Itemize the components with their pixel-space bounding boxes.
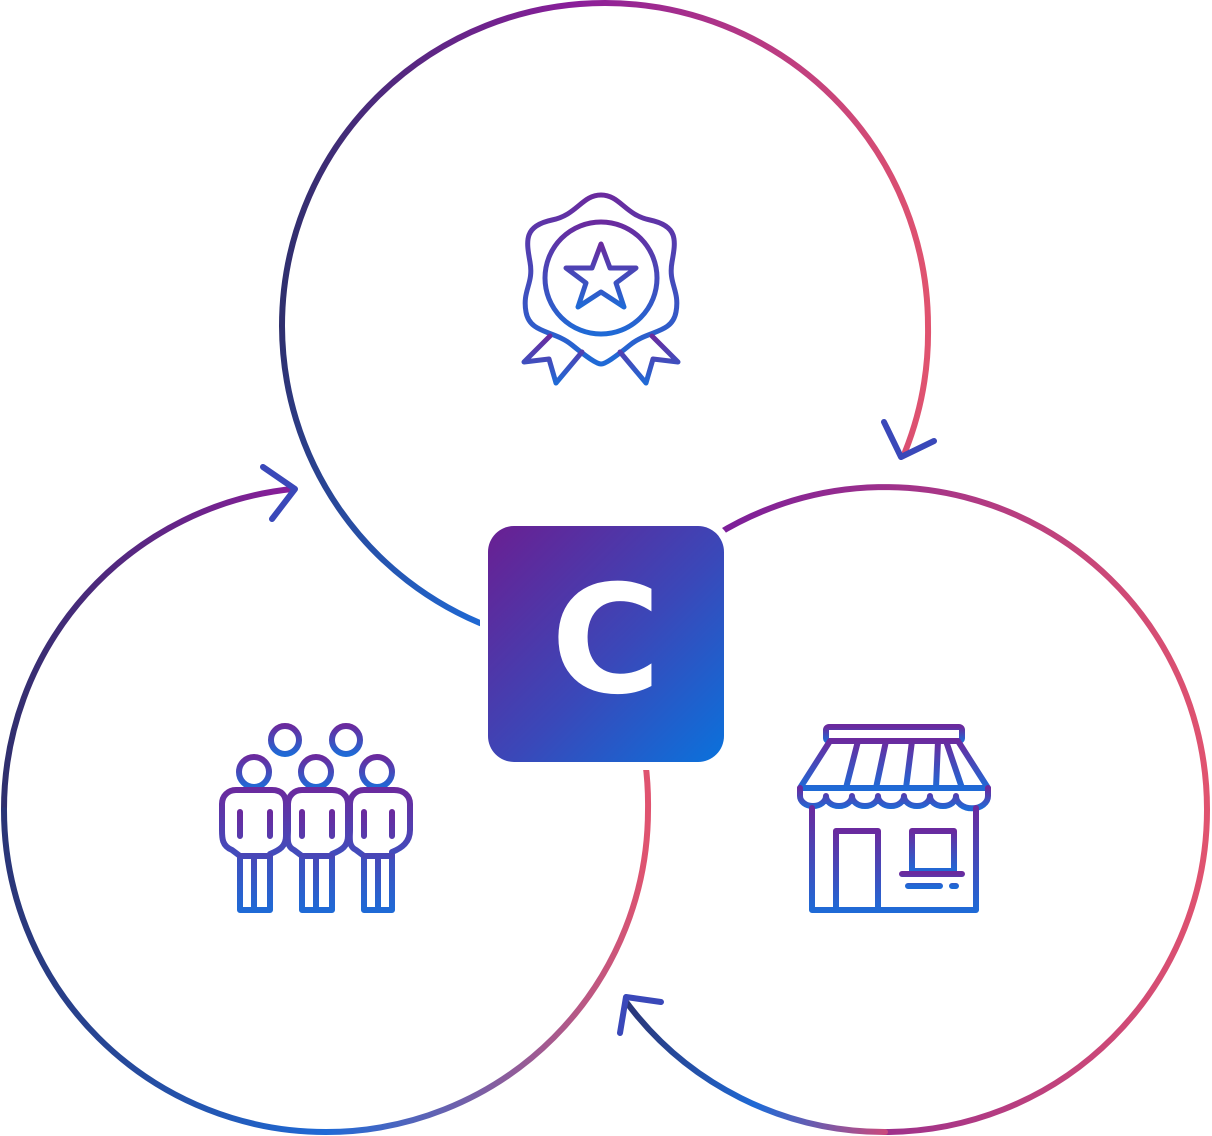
top-circle bbox=[279, 0, 932, 630]
award-badge-icon bbox=[521, 192, 681, 386]
people-group-icon bbox=[219, 723, 413, 913]
arrowhead-left bbox=[260, 464, 298, 522]
left-circle bbox=[0, 486, 652, 1135]
logo-letter: C bbox=[550, 554, 662, 728]
storefront-icon bbox=[797, 724, 991, 913]
right-circle bbox=[624, 484, 1211, 1136]
arrowhead-top-right bbox=[881, 419, 937, 460]
logo-tile: C bbox=[488, 526, 724, 762]
arrowhead-bottom bbox=[617, 994, 664, 1036]
